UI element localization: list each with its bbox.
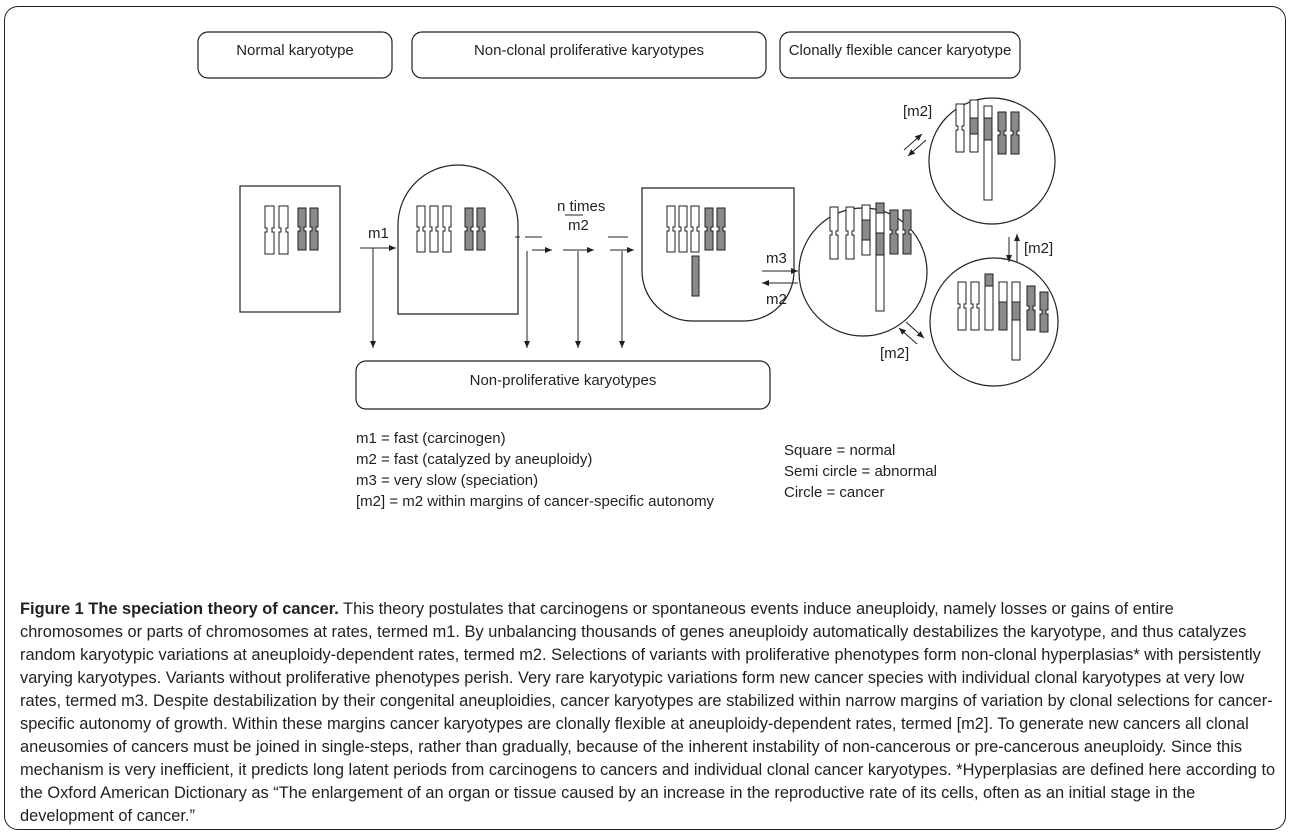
legend-item: m1 = fast (carcinogen) [356,430,506,447]
legend-item: Circle = cancer [784,484,885,501]
chromosome-group [666,205,726,297]
flexible-karyotype-label: Clonally flexible cancer karyotype [789,42,1012,59]
legend-item: Square = normal [784,442,896,459]
cancer-cell-circle-bottom [929,257,1059,387]
figure-frame [4,6,1286,830]
chromosome-group [264,205,319,255]
m2-bracket-right-label: [m2] [1024,240,1053,257]
m2-label: m2 [568,217,589,234]
shapes-legend: Square = normal Semi circle = abnormal C… [784,440,937,503]
normal-karyotype-box: Normal karyotype [197,31,393,79]
caption-body: This theory postulates that carcinogens … [20,600,1276,825]
legend-item: m3 = very slow (speciation) [356,472,539,489]
m2-bracket-arrows: [m2] [m2] [m2] [880,103,1053,362]
normal-karyotype-label: Normal karyotype [236,42,354,59]
normal-cell-square [239,185,341,313]
n-times-label: n times [557,198,605,215]
abnormal-cell-semicircle-2 [641,187,795,322]
nonclonal-karyotypes-label: Non-clonal proliferative karyotypes [474,42,704,59]
legend-item: [m2] = m2 within margins of cancer-speci… [356,493,715,510]
m2-back-label: m2 [766,291,787,308]
chromosome-group [416,205,486,253]
nonproliferative-karyotypes-box: Non-proliferative karyotypes [355,360,771,410]
m1-arrow: m1 [360,225,396,348]
m1-label: m1 [368,225,389,242]
legend-item: m2 = fast (catalyzed by aneuploidy) [356,451,593,468]
nonclonal-karyotypes-box: Non-clonal proliferative karyotypes [411,31,767,79]
m2-bracket-top-label: [m2] [903,103,932,120]
nonproliferative-karyotypes-label: Non-proliferative karyotypes [470,372,657,389]
flexible-karyotype-box: Clonally flexible cancer karyotype [779,31,1021,79]
m2-arrows: n times m2 [515,198,634,348]
figure-caption: Figure 1 The speciation theory of cancer… [20,598,1276,828]
speciation-diagram: Normal karyotype Non-clonal proliferativ… [197,31,1059,410]
rates-legend: m1 = fast (carcinogen) m2 = fast (cataly… [356,428,714,512]
m3-m2-arrows: m3 m2 [762,250,798,308]
m2-bracket-bottom-label: [m2] [880,345,909,362]
abnormal-cell-semicircle-1 [397,164,519,315]
legend-item: Semi circle = abnormal [784,463,937,480]
m3-label: m3 [766,250,787,267]
cancer-cell-circle-top [928,97,1056,225]
cancer-cell-circle-left [798,202,928,337]
caption-title: Figure 1 The speciation theory of cancer… [20,600,339,618]
